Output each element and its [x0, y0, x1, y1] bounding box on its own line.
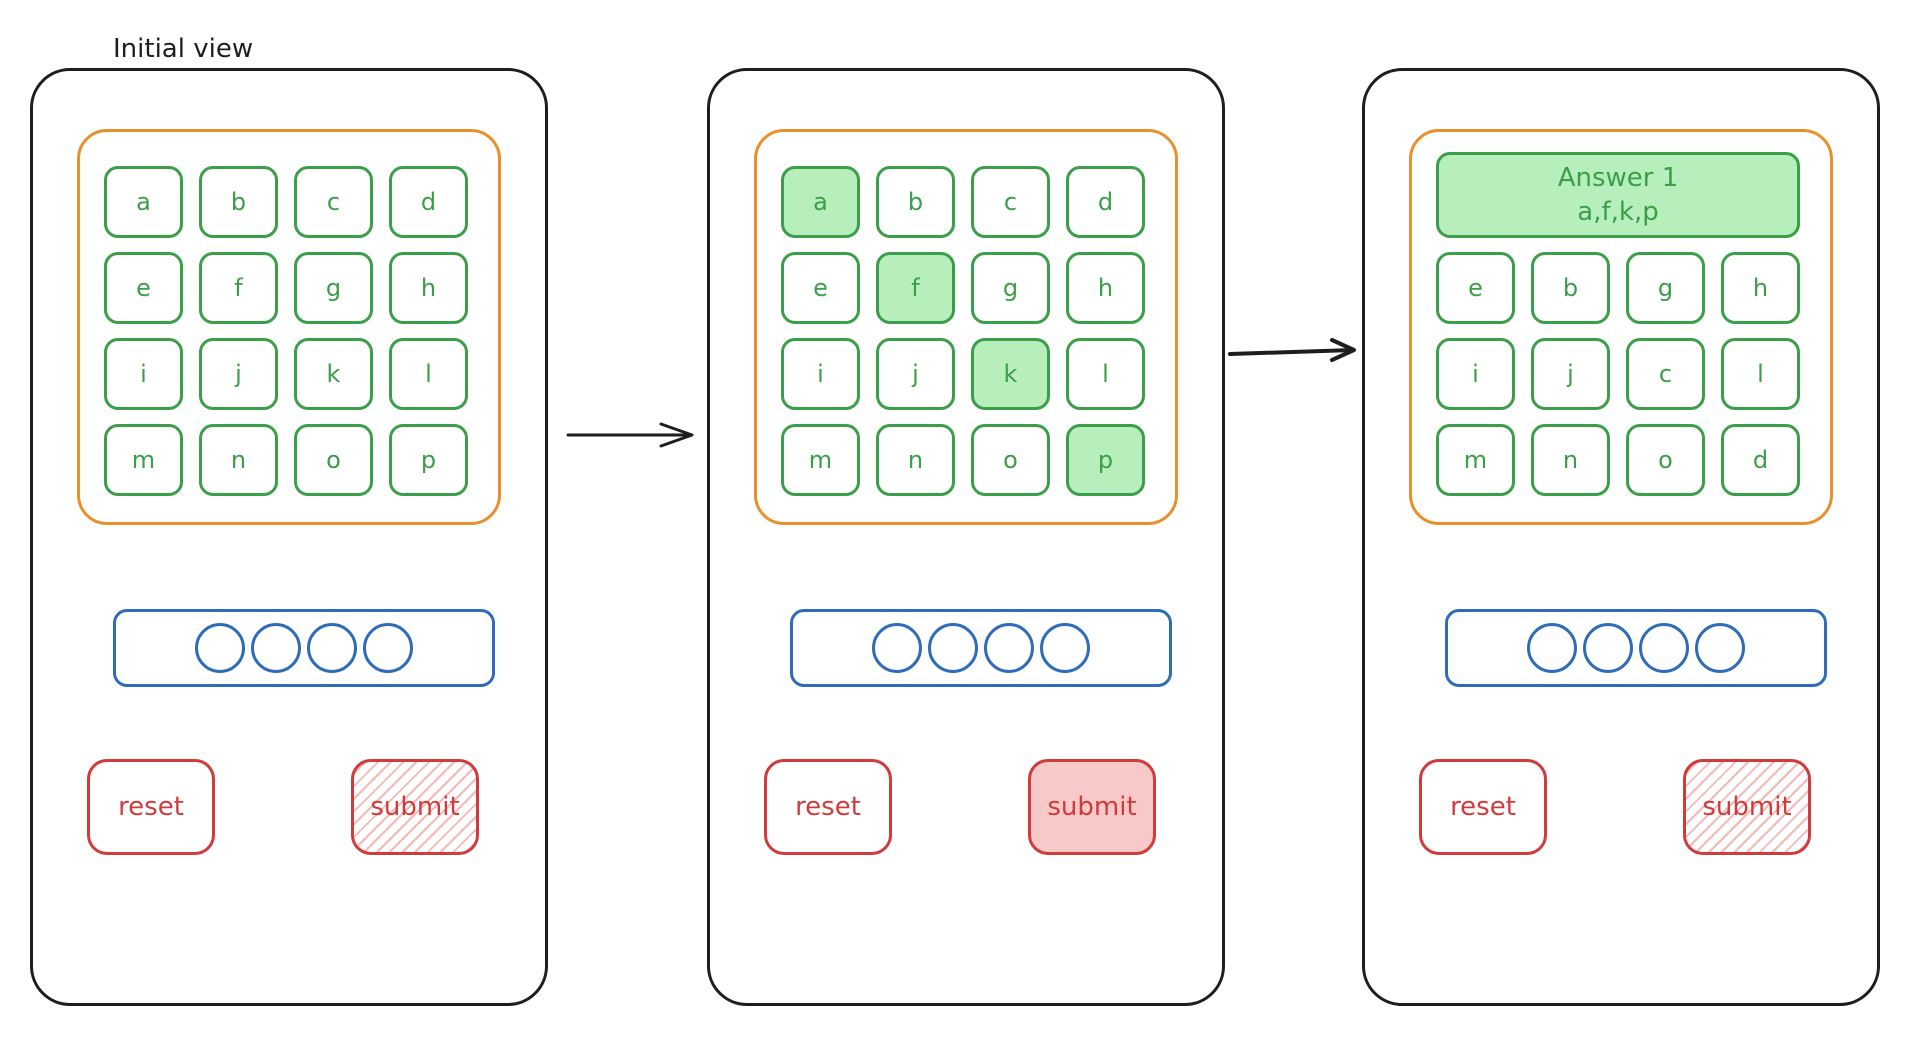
answer-slot [195, 623, 245, 673]
letter-key-c[interactable]: c [1626, 338, 1705, 410]
letter-key-i[interactable]: i [781, 338, 860, 410]
letter-key-d[interactable]: d [389, 166, 468, 238]
letter-key-o[interactable]: o [294, 424, 373, 496]
letter-key-m[interactable]: m [104, 424, 183, 496]
submit-button[interactable]: submit [1028, 759, 1156, 855]
letter-key-p[interactable]: p [1066, 424, 1145, 496]
letter-key-p[interactable]: p [389, 424, 468, 496]
letter-key-c[interactable]: c [294, 166, 373, 238]
answer-slot [1583, 623, 1633, 673]
initial-view-caption: Initial view [113, 34, 254, 64]
letter-key-b[interactable]: b [199, 166, 278, 238]
answer-slot [251, 623, 301, 673]
letter-key-l[interactable]: l [1066, 338, 1145, 410]
letter-key-g[interactable]: g [1626, 252, 1705, 324]
letter-key-e[interactable]: e [104, 252, 183, 324]
letter-key-f[interactable]: f [199, 252, 278, 324]
answer-slot [872, 623, 922, 673]
letter-key-h[interactable]: h [389, 252, 468, 324]
letter-key-d[interactable]: d [1721, 424, 1800, 496]
answer-slots-bar [113, 609, 495, 687]
answer-slots-bar [790, 609, 1172, 687]
answer-slot [984, 623, 1034, 673]
letter-key-g[interactable]: g [294, 252, 373, 324]
letter-key-j[interactable]: j [1531, 338, 1610, 410]
answer-slot [1639, 623, 1689, 673]
letter-key-e[interactable]: e [1436, 252, 1515, 324]
answer-slot [363, 623, 413, 673]
letter-key-a[interactable]: a [781, 166, 860, 238]
letter-key-i[interactable]: i [1436, 338, 1515, 410]
answer-banner: Answer 1 a,f,k,p [1436, 152, 1800, 238]
arrow-right-icon [1228, 338, 1356, 362]
letter-key-b[interactable]: b [876, 166, 955, 238]
letter-key-m[interactable]: m [781, 424, 860, 496]
answer-slot [1695, 623, 1745, 673]
letter-key-j[interactable]: j [199, 338, 278, 410]
submit-button[interactable]: submit [1683, 759, 1811, 855]
letter-key-o[interactable]: o [1626, 424, 1705, 496]
letter-key-e[interactable]: e [781, 252, 860, 324]
answer-slot [1040, 623, 1090, 673]
letter-key-c[interactable]: c [971, 166, 1050, 238]
letter-key-m[interactable]: m [1436, 424, 1515, 496]
reset-button[interactable]: reset [764, 759, 892, 855]
letter-key-a[interactable]: a [104, 166, 183, 238]
letter-key-l[interactable]: l [389, 338, 468, 410]
answer-slot [928, 623, 978, 673]
letter-key-j[interactable]: j [876, 338, 955, 410]
letter-key-h[interactable]: h [1721, 252, 1800, 324]
reset-button[interactable]: reset [1419, 759, 1547, 855]
letter-key-n[interactable]: n [199, 424, 278, 496]
letter-key-g[interactable]: g [971, 252, 1050, 324]
reset-button[interactable]: reset [87, 759, 215, 855]
letter-key-n[interactable]: n [1531, 424, 1610, 496]
answer-slot [1527, 623, 1577, 673]
answer-slot [307, 623, 357, 673]
letter-key-k[interactable]: k [294, 338, 373, 410]
letter-key-i[interactable]: i [104, 338, 183, 410]
letter-key-h[interactable]: h [1066, 252, 1145, 324]
letter-key-d[interactable]: d [1066, 166, 1145, 238]
letter-key-n[interactable]: n [876, 424, 955, 496]
answer-slots-bar [1445, 609, 1827, 687]
letter-key-k[interactable]: k [971, 338, 1050, 410]
letter-key-f[interactable]: f [876, 252, 955, 324]
answer-letters: a,f,k,p [1577, 197, 1659, 227]
letter-key-l[interactable]: l [1721, 338, 1800, 410]
arrow-right-icon [566, 422, 694, 448]
submit-button[interactable]: submit [351, 759, 479, 855]
letter-key-b[interactable]: b [1531, 252, 1610, 324]
answer-title: Answer 1 [1557, 163, 1679, 193]
letter-key-o[interactable]: o [971, 424, 1050, 496]
